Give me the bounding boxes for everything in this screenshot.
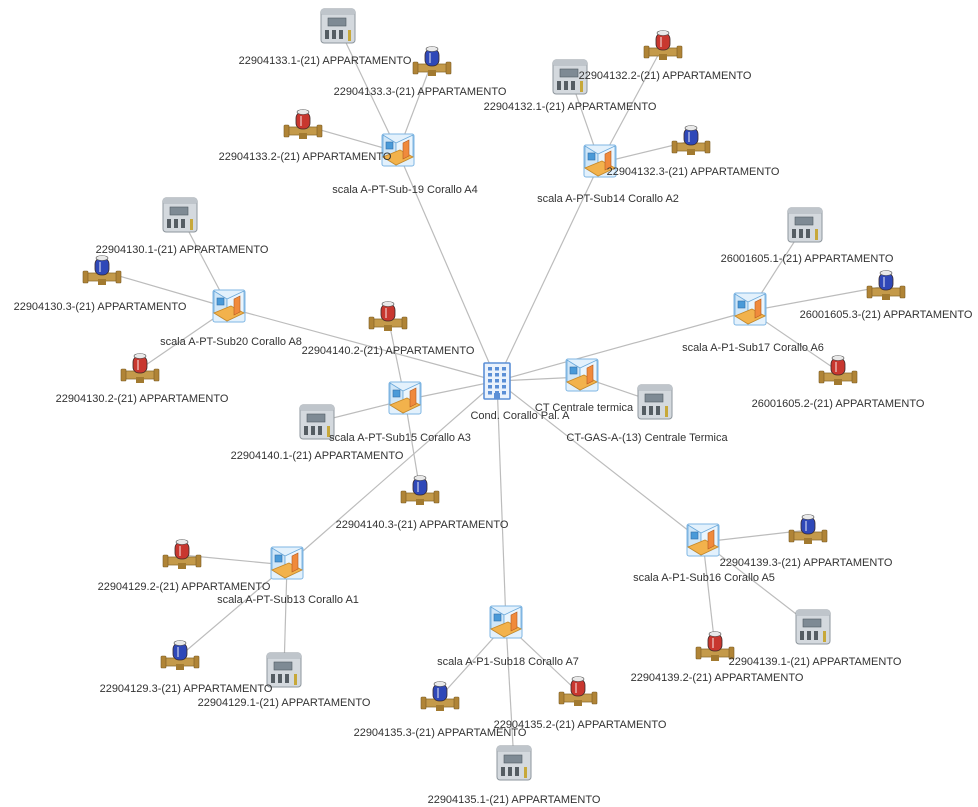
node-label-a8: scala A-PT-Sub20 Corallo A8 [160, 336, 302, 348]
node-label-a2: scala A-PT-Sub14 Corallo A2 [537, 193, 679, 205]
node-a1_1-meter-icon[interactable] [266, 652, 302, 688]
node-label-a8_2: 22904130.2-(21) APPARTAMENTO [56, 393, 229, 405]
edge-a1-a1_3 [179, 564, 288, 657]
edge-root-a5 [496, 380, 704, 543]
node-a6_3-valve-icon[interactable] [866, 270, 906, 301]
node-a3_2-valve-icon[interactable] [368, 301, 408, 332]
node-a7_2-valve-icon[interactable] [558, 676, 598, 707]
graph-labels: Cond. Corallo Pal. ACT Centrale termicaC… [14, 55, 973, 806]
node-a8_3-valve-icon[interactable] [82, 255, 122, 286]
node-label-a2_2: 22904132.2-(21) APPARTAMENTO [579, 70, 752, 82]
edge-a4-a4_1 [337, 25, 399, 153]
edge-a2-a2_2 [599, 45, 664, 164]
node-a1_2-valve-icon[interactable] [162, 539, 202, 570]
node-a5-room-icon[interactable] [686, 523, 720, 557]
node-label-a7_2: 22904135.2-(21) APPARTAMENTO [494, 719, 667, 731]
node-label-a1: scala A-PT-Sub13 Corallo A1 [217, 594, 359, 606]
node-a1_3-valve-icon[interactable] [160, 640, 200, 671]
node-ct-room-icon[interactable] [565, 358, 599, 392]
node-a6_2-valve-icon[interactable] [818, 355, 858, 386]
node-root-building-icon[interactable] [483, 362, 511, 400]
node-label-a5_3: 22904139.3-(21) APPARTAMENTO [720, 557, 893, 569]
node-a2_1-meter-icon[interactable] [552, 59, 588, 95]
node-a4_1-meter-icon[interactable] [320, 8, 356, 44]
node-label-a2_3: 22904132.3-(21) APPARTAMENTO [607, 166, 780, 178]
node-a1-room-icon[interactable] [270, 546, 304, 580]
node-label-a5_2: 22904139.2-(21) APPARTAMENTO [631, 672, 804, 684]
node-a7_3-valve-icon[interactable] [420, 681, 460, 712]
node-label-a3_3: 22904140.3-(21) APPARTAMENTO [336, 519, 509, 531]
node-label-a5: scala A-P1-Sub16 Corallo A5 [633, 572, 775, 584]
node-a2_3-valve-icon[interactable] [671, 125, 711, 156]
node-label-a4_1: 22904133.1-(21) APPARTAMENTO [239, 55, 412, 67]
node-a6-room-icon[interactable] [733, 292, 767, 326]
edge-a5-a5_1 [702, 541, 814, 628]
node-a8-room-icon[interactable] [212, 289, 246, 323]
graph-nodes [82, 8, 906, 781]
node-label-a1_1: 22904129.1-(21) APPARTAMENTO [198, 697, 371, 709]
node-a5_3-valve-icon[interactable] [788, 514, 828, 545]
node-a4-room-icon[interactable] [381, 133, 415, 167]
node-label-a8_3: 22904130.3-(21) APPARTAMENTO [14, 301, 187, 313]
node-a3_3-valve-icon[interactable] [400, 475, 440, 506]
node-label-a2_1: 22904132.1-(21) APPARTAMENTO [484, 101, 657, 113]
edge-a8-a8_3 [101, 270, 230, 309]
node-gas-meter-icon[interactable] [637, 384, 673, 420]
edge-a7-a7_1 [505, 623, 515, 764]
node-label-a7_1: 22904135.1-(21) APPARTAMENTO [428, 794, 601, 806]
node-label-a4: scala A-PT-Sub-19 Corallo A4 [332, 184, 478, 196]
node-a3_1-meter-icon[interactable] [299, 404, 335, 440]
node-a2_2-valve-icon[interactable] [643, 30, 683, 61]
edge-root-a7 [496, 380, 507, 625]
node-a2-room-icon[interactable] [583, 144, 617, 178]
node-label-a6_2: 26001605.2-(21) APPARTAMENTO [752, 398, 925, 410]
edge-root-a4 [397, 151, 498, 382]
edge-a6-a6_3 [749, 285, 887, 312]
node-label-a7: scala A-P1-Sub18 Corallo A7 [437, 656, 579, 668]
node-label-a6: scala A-P1-Sub17 Corallo A6 [682, 342, 824, 354]
node-label-root: Cond. Corallo Pal. A [470, 410, 570, 422]
node-label-a7_3: 22904135.3-(21) APPARTAMENTO [354, 727, 527, 739]
node-label-a6_3: 26001605.3-(21) APPARTAMENTO [800, 309, 973, 321]
node-label-a5_1: 22904139.1-(21) APPARTAMENTO [729, 656, 902, 668]
node-a8_2-valve-icon[interactable] [120, 353, 160, 384]
node-a3-room-icon[interactable] [388, 381, 422, 415]
node-a7-room-icon[interactable] [489, 605, 523, 639]
node-label-a6_1: 26001605.1-(21) APPARTAMENTO [721, 253, 894, 265]
node-label-a4_3: 22904133.3-(21) APPARTAMENTO [334, 86, 507, 98]
node-label-a3_1: 22904140.1-(21) APPARTAMENTO [231, 450, 404, 462]
node-label-a3_2: 22904140.2-(21) APPARTAMENTO [302, 345, 475, 357]
node-a5_2-valve-icon[interactable] [695, 631, 735, 662]
node-a6_1-meter-icon[interactable] [787, 207, 823, 243]
edge-root-a8 [228, 307, 498, 382]
node-a4_3-valve-icon[interactable] [412, 46, 452, 77]
node-a4_2-valve-icon[interactable] [283, 109, 323, 140]
node-a8_1-meter-icon[interactable] [162, 197, 198, 233]
node-label-gas: CT-GAS-A-(13) Centrale Termica [566, 432, 728, 444]
node-label-a1_2: 22904129.2-(21) APPARTAMENTO [98, 581, 271, 593]
node-a5_1-meter-icon[interactable] [795, 609, 831, 645]
edge-root-a1 [286, 380, 498, 566]
node-label-a1_3: 22904129.3-(21) APPARTAMENTO [100, 683, 273, 695]
node-label-ct: CT Centrale termica [535, 402, 634, 414]
edge-root-a2 [496, 162, 601, 382]
edge-a5-a5_2 [702, 541, 716, 648]
node-label-a8_1: 22904130.1-(21) APPARTAMENTO [96, 244, 269, 256]
node-label-a3: scala A-PT-Sub15 Corallo A3 [329, 432, 471, 444]
node-a7_1-meter-icon[interactable] [496, 745, 532, 781]
edge-root-a6 [496, 310, 751, 382]
node-label-a4_2: 22904133.2-(21) APPARTAMENTO [219, 151, 392, 163]
